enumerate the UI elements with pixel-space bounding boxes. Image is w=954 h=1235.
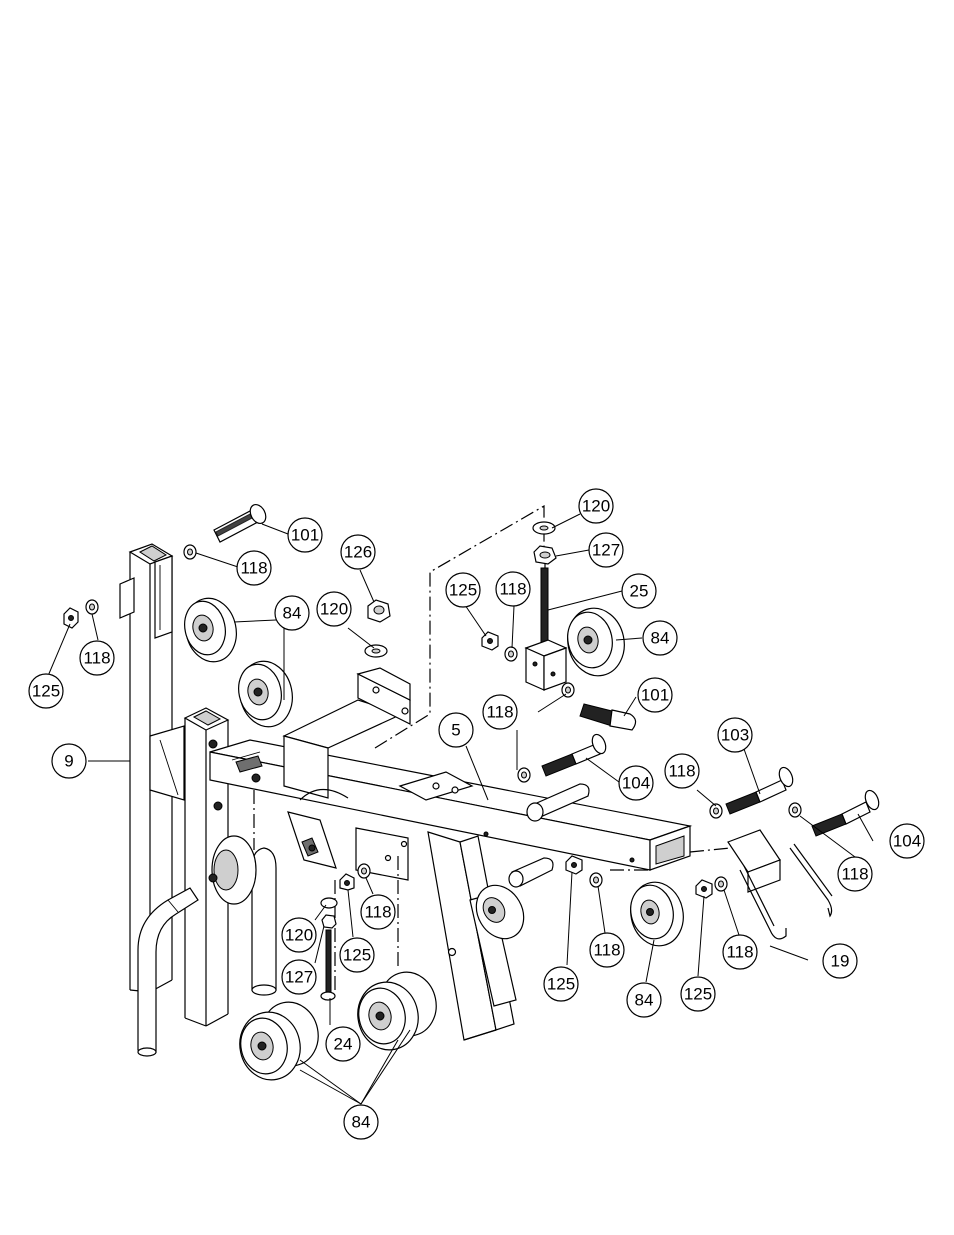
callout-label: 125	[343, 946, 371, 965]
callout-label: 84	[283, 604, 302, 623]
bolt-101-right	[579, 703, 637, 731]
callout-118-103[interactable]: 118	[664, 753, 700, 789]
callout-9[interactable]: 9	[51, 743, 87, 779]
callout-label: 104	[893, 832, 921, 851]
callout-label: 127	[285, 968, 313, 987]
callout-label: 118	[83, 649, 110, 668]
bolt-104-right	[811, 789, 880, 837]
pulley-bottom-left	[239, 1001, 319, 1081]
callout-19[interactable]: 19	[822, 943, 858, 979]
callout-125-lower-mid[interactable]: 125	[543, 966, 579, 1002]
callout-label: 19	[831, 952, 850, 971]
callout-118-upper[interactable]: 118	[495, 571, 531, 607]
callout-25[interactable]: 25	[621, 573, 657, 609]
callout-label: 125	[684, 985, 712, 1004]
callout-120-center[interactable]: 120	[281, 917, 317, 953]
callout-label: 125	[32, 682, 60, 701]
callout-label: 5	[451, 721, 460, 740]
callout-label: 84	[651, 629, 670, 648]
callout-label: 126	[344, 543, 372, 562]
callout-120-top[interactable]: 120	[578, 488, 614, 524]
callout-125-center[interactable]: 125	[339, 937, 375, 973]
callout-84-lower-right[interactable]: 84	[626, 982, 662, 1018]
callout-label: 118	[726, 943, 753, 962]
hardware	[63, 503, 880, 1001]
callouts: 101 118 126 84 120 118 125 9 120 127 25 …	[28, 488, 925, 1140]
callout-84-bottom[interactable]: 84	[343, 1104, 379, 1140]
callout-120-upper[interactable]: 120	[316, 591, 352, 627]
washer-120-center	[320, 897, 338, 909]
pulley-handle	[208, 835, 257, 905]
callout-label: 25	[630, 582, 649, 601]
callout-label: 120	[320, 600, 348, 619]
callout-118-104[interactable]: 118	[482, 694, 518, 730]
callout-127-center[interactable]: 127	[281, 959, 317, 995]
pulley-upper-right	[567, 607, 625, 677]
pulley-lower-right	[630, 881, 684, 947]
pulley-mid-left	[238, 660, 293, 728]
bolt-24	[325, 929, 332, 993]
callout-label: 101	[291, 526, 319, 545]
callout-125-upper[interactable]: 125	[445, 572, 481, 608]
callout-127-top[interactable]: 127	[588, 532, 624, 568]
callout-label: 103	[721, 726, 749, 745]
callout-label: 127	[592, 541, 620, 560]
spacer-tubes	[508, 783, 590, 888]
callout-label: 24	[334, 1035, 353, 1054]
callout-118-upper-left[interactable]: 118	[236, 550, 272, 586]
callout-label: 120	[582, 497, 610, 516]
callout-label: 118	[668, 762, 695, 781]
callout-104-mid[interactable]: 104	[618, 765, 654, 801]
callout-125-far-left[interactable]: 125	[28, 673, 64, 709]
callout-label: 84	[635, 991, 654, 1010]
callout-118-lower-mid[interactable]: 118	[589, 932, 625, 968]
pulley-upper-left	[184, 597, 237, 663]
callout-label: 84	[352, 1113, 371, 1132]
callout-label: 120	[285, 926, 313, 945]
bolt-101-upper	[213, 503, 267, 543]
callout-101-upper[interactable]: 101	[287, 517, 323, 553]
callout-118-lower-right[interactable]: 118	[722, 934, 758, 970]
callout-label: 125	[449, 581, 477, 600]
callout-125-lower-right[interactable]: 125	[680, 976, 716, 1012]
bolt-103	[725, 766, 794, 815]
bolt-104-mid	[541, 733, 607, 777]
rod-25	[540, 567, 549, 647]
upper-bracket	[282, 667, 411, 799]
hook-bracket-19	[727, 829, 833, 940]
pulleys	[184, 597, 684, 1081]
leader-lines	[47, 513, 874, 1105]
callout-label: 118	[841, 865, 868, 884]
callout-5[interactable]: 5	[438, 712, 474, 748]
callout-label: 101	[641, 686, 669, 705]
callout-label: 104	[622, 774, 650, 793]
callout-84-upper-left[interactable]: 84	[274, 595, 310, 631]
callout-label: 118	[593, 941, 620, 960]
callout-24[interactable]: 24	[325, 1026, 361, 1062]
callout-label: 118	[364, 903, 391, 922]
callout-103[interactable]: 103	[717, 717, 753, 753]
callout-118-far-left[interactable]: 118	[79, 640, 115, 676]
callout-label: 9	[64, 752, 73, 771]
rear-post	[251, 847, 277, 996]
callout-label: 118	[486, 703, 513, 722]
callout-118-center[interactable]: 118	[360, 894, 396, 930]
callout-118-far-right[interactable]: 118	[837, 856, 873, 892]
callout-label: 118	[240, 559, 267, 578]
callout-101-right[interactable]: 101	[637, 677, 673, 713]
handle-tube	[137, 887, 199, 1057]
callout-126[interactable]: 126	[340, 534, 376, 570]
callout-104-right[interactable]: 104	[889, 823, 925, 859]
pulley-down-tube	[475, 884, 525, 940]
callout-label: 118	[499, 580, 526, 599]
callout-84-upper-right[interactable]: 84	[642, 620, 678, 656]
pulley-bottom-right	[357, 971, 437, 1051]
callout-label: 125	[547, 975, 575, 994]
